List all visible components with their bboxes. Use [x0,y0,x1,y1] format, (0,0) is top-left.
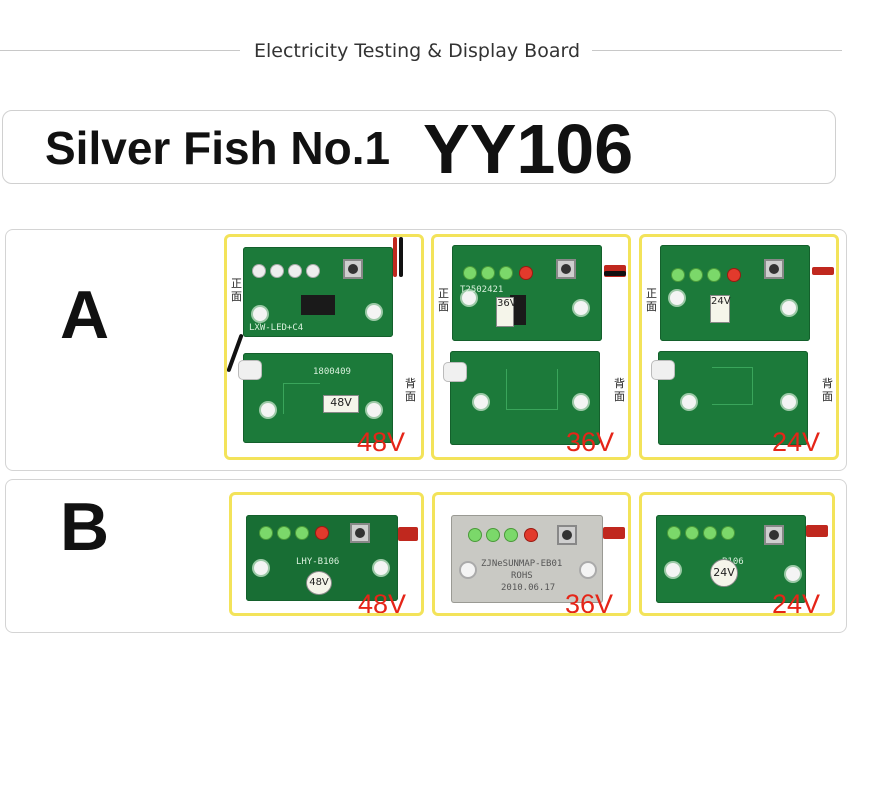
voltage-label: 24V [772,427,821,457]
board-card-b-24v[interactable]: B106 24V 24V [639,492,835,616]
board-front-image: 36V T2502421 [452,245,602,341]
voltage-label: 36V [566,427,615,457]
header-divider-right [592,50,842,51]
board-silkscreen: T2502421 [460,285,504,295]
voltage-label: 48V [358,589,407,616]
voltage-label: 36V [565,589,614,616]
variant-letter-a: A [60,277,110,353]
board-back-code: 1800409 [313,367,351,377]
back-side-label: 背面 [405,377,416,403]
voltage-sticker: 36V [496,297,517,327]
variant-b-panel: B LHY-B106 48V 48V ZJNeSUNMAP-EB01 ROHS … [5,479,847,633]
board-image: ZJNeSUNMAP-EB01 ROHS 2010.06.17 [451,515,603,603]
front-side-label: 正面 [231,277,242,303]
voltage-sticker: 24V [710,295,731,323]
voltage-label: 48V [357,427,406,457]
product-model: YY106 [423,110,634,188]
section-title: Electricity Testing & Display Board [254,40,581,62]
voltage-sticker: 48V [323,395,359,413]
section-header: Electricity Testing & Display Board [0,38,870,68]
board-silkscreen-line1: ZJNeSUNMAP-EB01 [481,559,563,569]
board-silkscreen-line3: 2010.06.17 [501,583,556,593]
front-side-label: 正面 [438,287,449,313]
variant-a-panel: A 正面 背面 LXW-LED+C4 1800409 48V 48V 正面 背面 [5,229,847,471]
board-image: B106 24V [656,515,806,603]
board-back-image: 1800409 48V [239,353,393,443]
board-card-a-24v[interactable]: 正面 背面 24V 24V [639,234,839,460]
variant-letter-b: B [60,489,110,565]
board-back-image [444,351,600,445]
voltage-sticker: 24V [710,559,738,587]
board-card-b-36v[interactable]: ZJNeSUNMAP-EB01 ROHS 2010.06.17 36V [432,492,631,616]
header-divider-left [0,50,240,51]
board-back-image [652,351,808,445]
voltage-sticker: 48V [306,571,332,595]
board-front-image: 24V [660,245,810,341]
board-card-b-48v[interactable]: LHY-B106 48V 48V [229,492,424,616]
product-name: Silver Fish No.1 [45,122,391,174]
board-image: LHY-B106 48V [246,515,398,601]
board-front-image: LXW-LED+C4 [243,247,393,337]
front-side-label: 正面 [646,287,657,313]
back-side-label: 背面 [822,377,833,403]
back-side-label: 背面 [614,377,625,403]
board-silkscreen: LHY-B106 [296,557,340,567]
voltage-label: 24V [772,589,821,616]
board-silkscreen-line2: ROHS [511,571,533,581]
board-card-a-48v[interactable]: 正面 背面 LXW-LED+C4 1800409 48V 48V [224,234,424,460]
product-banner: Silver Fish No.1 YY106 [2,110,836,188]
board-silkscreen: LXW-LED+C4 [249,323,304,333]
board-card-a-36v[interactable]: 正面 背面 36V T2502421 36V [431,234,631,460]
